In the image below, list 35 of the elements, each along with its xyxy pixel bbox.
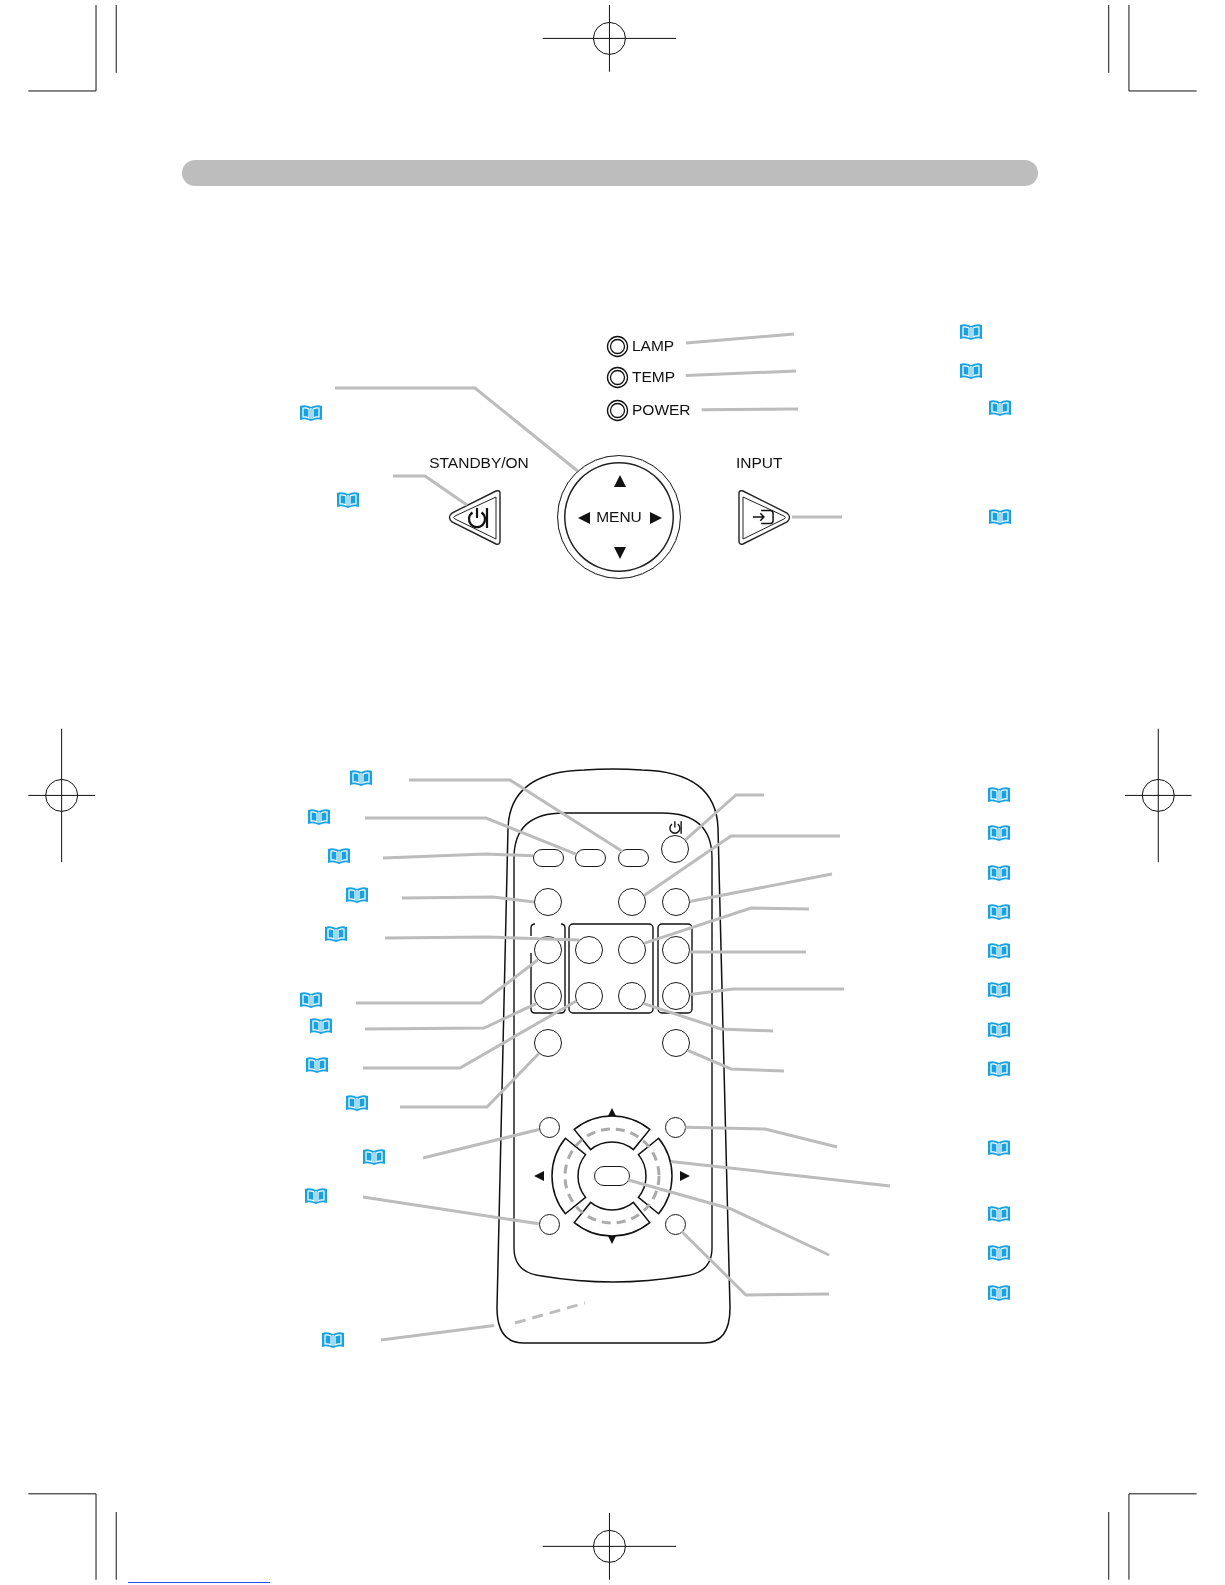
leader-line — [380, 1324, 495, 1342]
leader-line — [792, 515, 842, 519]
leader-line — [363, 999, 578, 1070]
leader-line — [689, 987, 844, 996]
leader-line — [422, 1128, 540, 1160]
leader-line — [680, 1230, 830, 1297]
leader-line — [356, 958, 539, 1005]
indicator-label: LAMP — [632, 338, 675, 354]
leader-line — [685, 332, 795, 345]
leader-line — [409, 778, 624, 853]
indicator-label: POWER — [632, 402, 691, 418]
button-label: STANDBY/ON — [429, 455, 529, 471]
center-button — [594, 1166, 630, 1186]
leader-line — [701, 407, 798, 412]
leader-line — [402, 895, 535, 904]
leader-line — [689, 872, 833, 903]
leader-line — [365, 816, 577, 856]
leader-line — [670, 1159, 891, 1188]
leader-line — [365, 1002, 537, 1031]
leader-line — [627, 1178, 830, 1257]
leader-line — [382, 852, 534, 860]
leader-line — [684, 793, 764, 841]
leader-line — [685, 369, 797, 378]
menu-button: MENU — [557, 455, 681, 579]
leader-line — [400, 1052, 540, 1109]
leader-line — [687, 1049, 785, 1073]
leader-line — [362, 1195, 539, 1226]
button-label: INPUT — [736, 455, 783, 471]
indicator-label: TEMP — [632, 369, 676, 385]
leader-line — [689, 950, 806, 954]
leader-line — [335, 386, 579, 473]
leader-line — [385, 935, 580, 942]
leader-line — [643, 834, 840, 897]
leader-line — [393, 474, 468, 507]
leader-line — [685, 1125, 838, 1149]
